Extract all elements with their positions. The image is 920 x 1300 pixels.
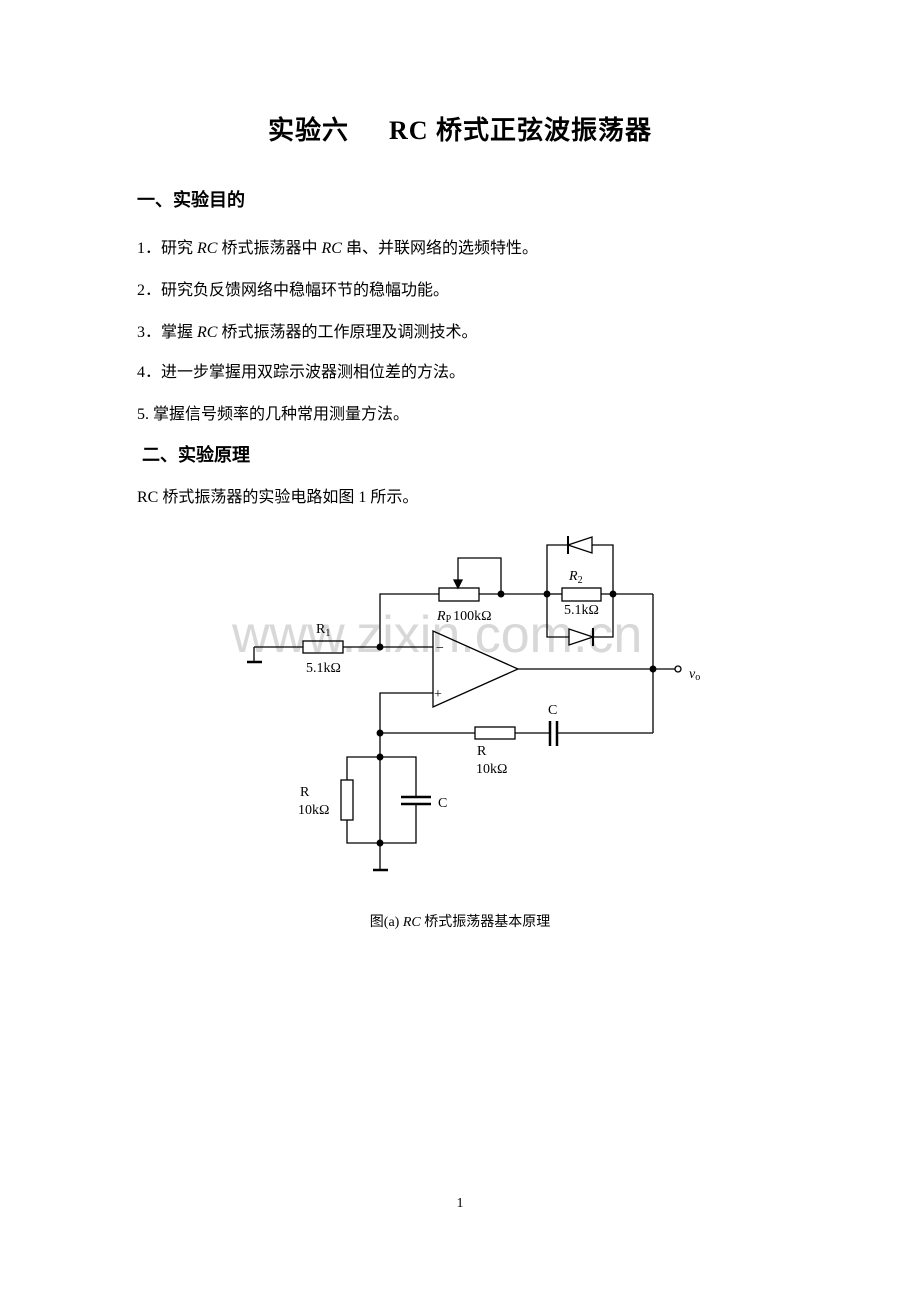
section-heading-objectives: 一、实验目的 [137,190,245,210]
inverting-input-label: − [436,641,444,656]
output-label: vo [689,667,700,683]
potentiometer-wiper [457,557,502,594]
objective-item-4: 4．进一步掌握用双踪示波器测相位差的方法。 [137,364,466,381]
potentiometer-rp [438,587,480,602]
diode-bottom [568,628,596,646]
r1-label: R1 [316,622,330,639]
r2-label: R2 [568,569,583,586]
figure-caption: 图(a) RC 桥式振荡器基本原理 [369,915,551,930]
section-heading-principle: 二、实验原理 [142,445,250,465]
resistor-r2 [561,587,602,602]
parallel-r-value: 10kΩ [298,803,329,818]
series-c-label: C [548,703,557,718]
capacitor-c-series [548,721,559,746]
objective-item-5: 5. 掌握信号频率的几种常用测量方法。 [137,406,410,423]
objective-item-2: 2．研究负反馈网络中稳幅环节的稳幅功能。 [137,282,450,299]
capacitor-c-parallel [401,795,431,806]
resistor-r-series [474,726,516,740]
page-number: 1 [456,1196,464,1211]
principle-intro: RC 桥式振荡器的实验电路如图 1 所示。 [137,489,419,506]
parallel-r-label: R [300,785,310,800]
ground-symbol-left [247,647,262,664]
title-part1: 实验六 [267,116,349,145]
op-amp [432,629,520,709]
objective-item-1: 1．研究 RC 桥式振荡器中 RC 串、并联网络的选频特性。 [137,240,538,257]
r1-value: 5.1kΩ [306,661,341,676]
series-r-value: 10kΩ [476,762,507,777]
objective-item-3: 3．掌握 RC 桥式振荡器的工作原理及调测技术。 [137,324,478,341]
ground-symbol-bottom [373,843,388,872]
resistor-r-parallel [340,779,354,821]
parallel-c-label: C [438,796,447,811]
noninverting-input-label: + [434,687,442,702]
title-part2: RC 桥式正弦波振荡器 [388,116,653,145]
r2-value: 5.1kΩ [564,603,599,618]
diode-top [565,536,593,554]
series-r-label: R [477,744,487,759]
output-terminal [674,665,682,673]
page-title: 实验六 RC 桥式正弦波振荡器 [0,110,920,147]
